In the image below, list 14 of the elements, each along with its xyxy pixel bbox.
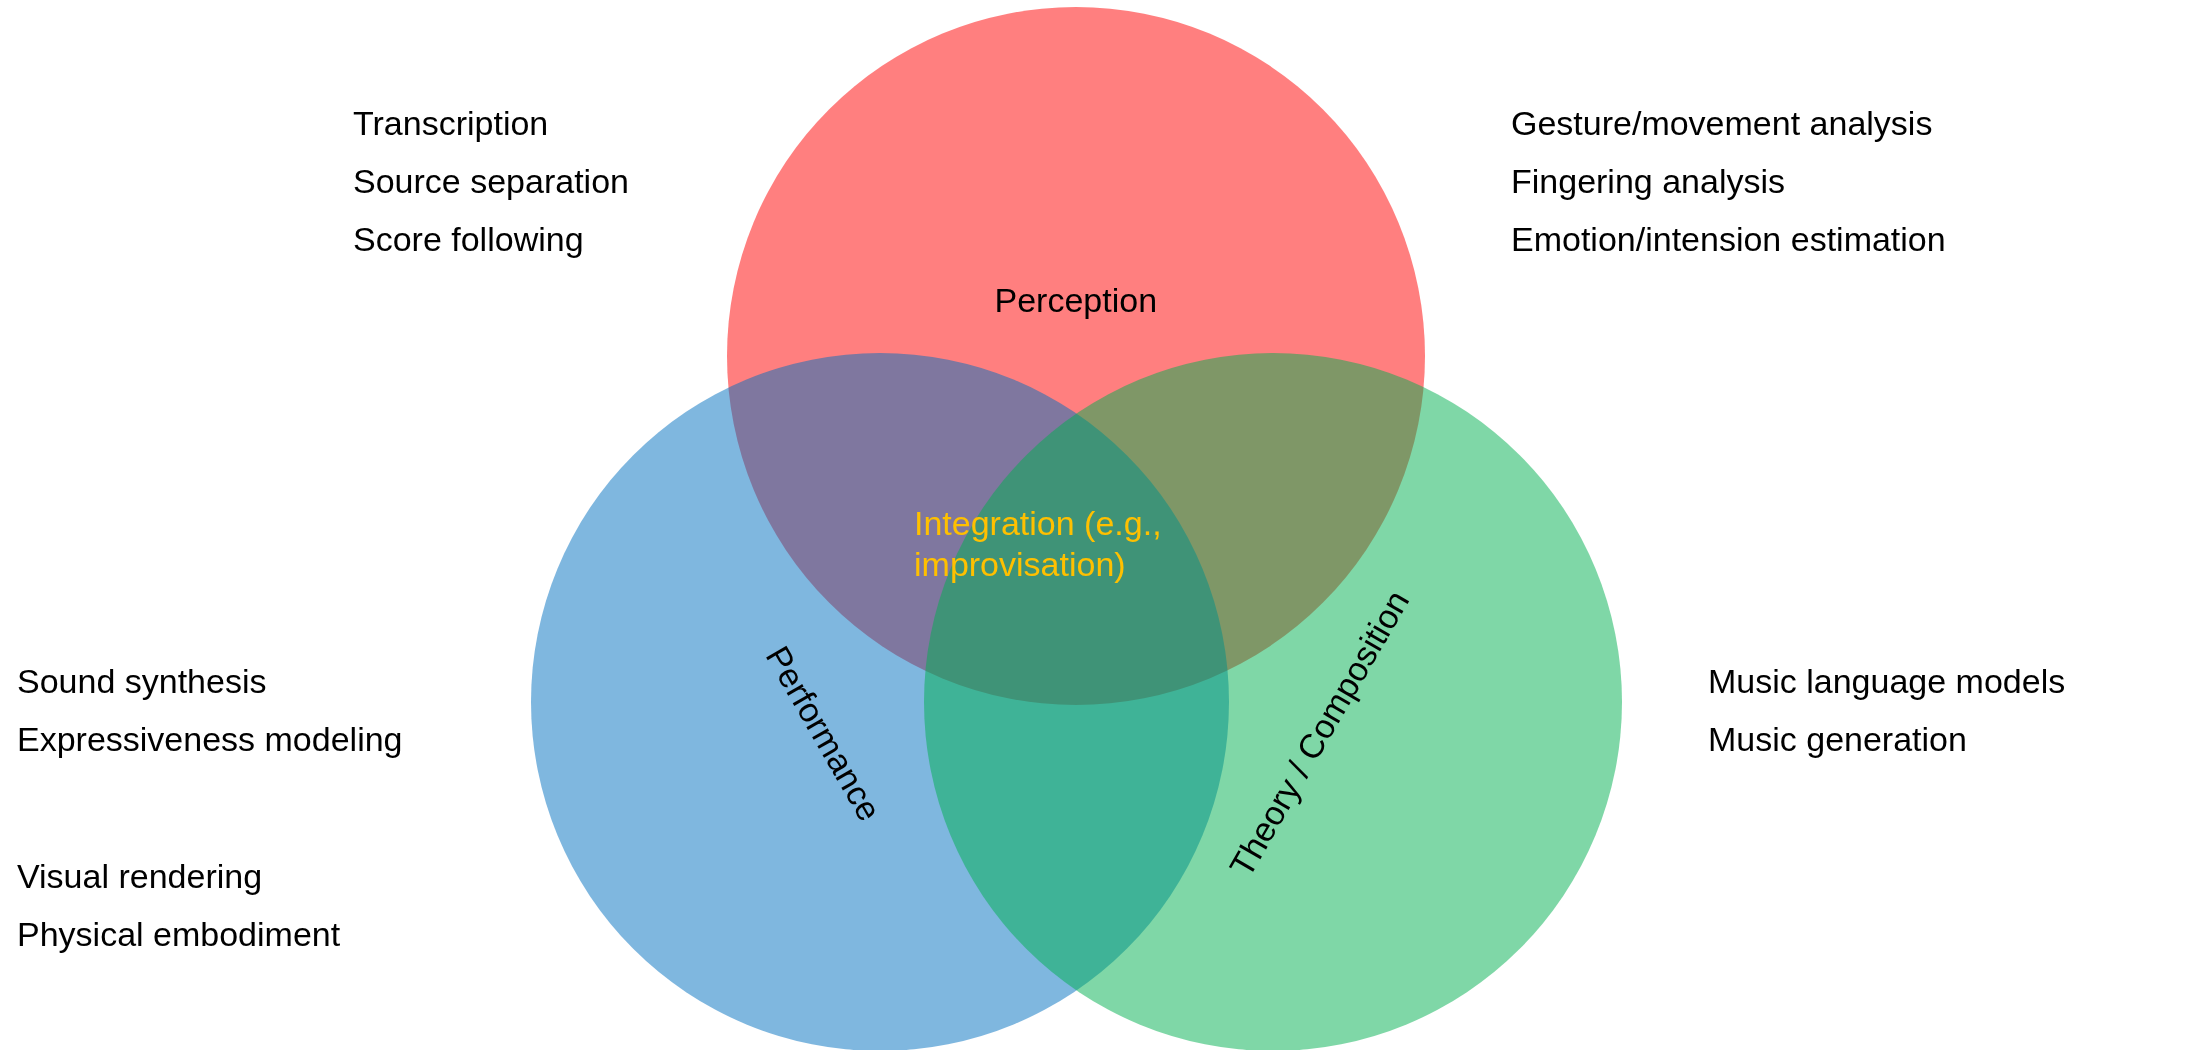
topic-label: Source separation	[353, 161, 629, 202]
topic-label: Gesture/movement analysis	[1511, 103, 1933, 144]
topic-label: Physical embodiment	[17, 914, 341, 955]
topic-label: Visual rendering	[17, 856, 263, 897]
topic-label: Score following	[353, 219, 584, 260]
topic-label: Fingering analysis	[1511, 161, 1786, 202]
circle-label: Perception	[994, 280, 1158, 320]
topic-label: Expressiveness modeling	[17, 719, 403, 760]
topic-label: Music language models	[1708, 661, 2066, 702]
topic-label: Transcription	[353, 103, 549, 144]
region-label: Integration (e.g., improvisation)	[914, 503, 1163, 585]
topic-label: Sound synthesis	[17, 661, 267, 702]
topic-label: Emotion/intension estimation	[1511, 219, 1946, 260]
topic-label: Music generation	[1708, 719, 1967, 760]
